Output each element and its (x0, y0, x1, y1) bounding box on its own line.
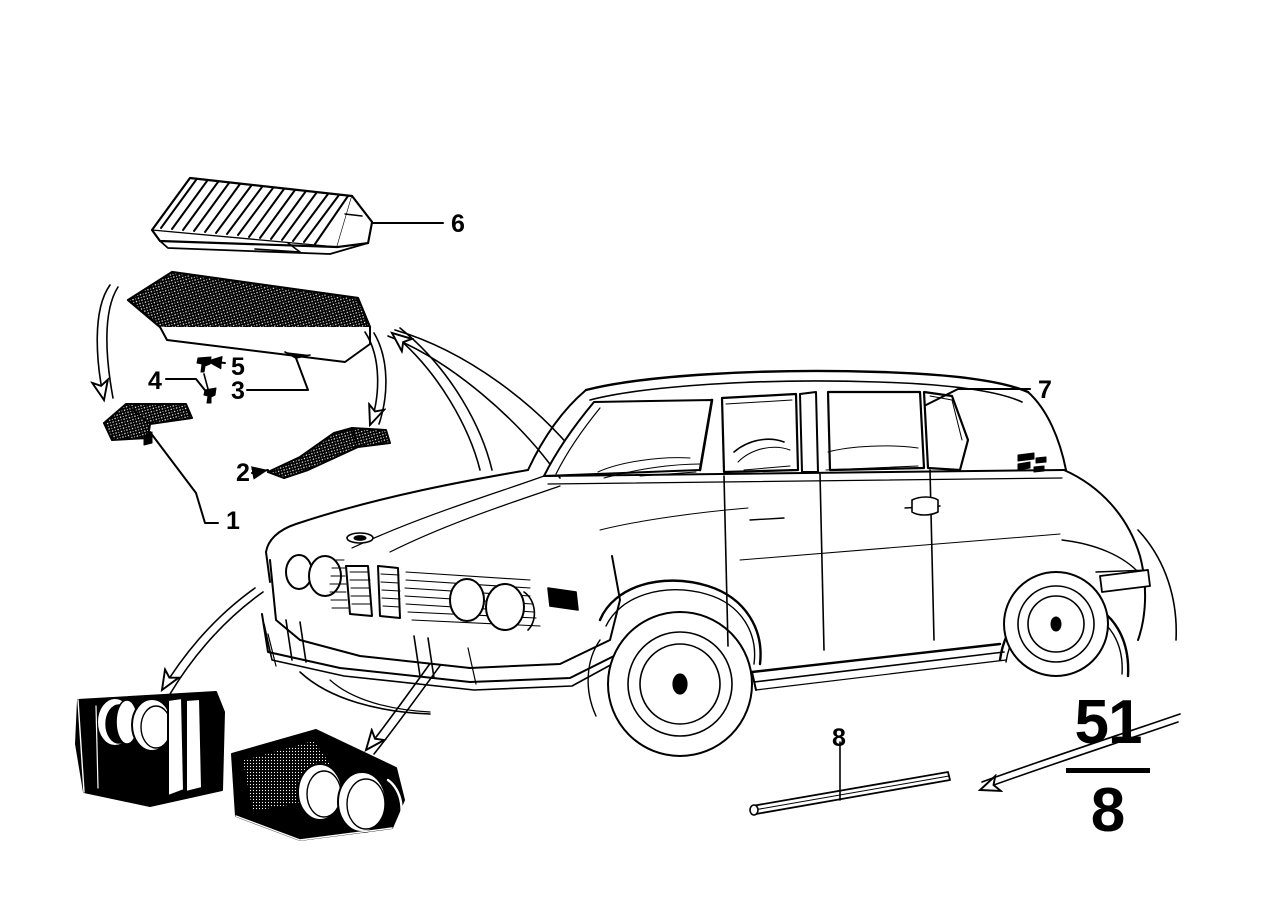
callout-label-5[interactable]: 5 (231, 353, 245, 381)
leader-3 (246, 357, 309, 391)
callout-leaders (149, 222, 1031, 801)
group-number-denominator: 8 (1090, 776, 1126, 845)
leader-4 (165, 378, 209, 395)
leader-2 (251, 466, 269, 480)
vehicle-body (261, 369, 1178, 757)
part-sound-insulation-mat (126, 270, 372, 363)
callout-label-7[interactable]: 7 (1038, 376, 1052, 404)
callout-label-3[interactable]: 3 (231, 377, 245, 405)
group-number-divider (1066, 768, 1150, 773)
part-cowl-trim-right (267, 427, 391, 479)
part-front-grille-assembly (75, 691, 405, 841)
part-retaining-clip-b (196, 356, 212, 373)
callout-label-1[interactable]: 1 (226, 507, 240, 535)
leader-7 (925, 388, 1031, 406)
part-side-moulding-strip (749, 771, 951, 816)
leader-1 (149, 431, 219, 524)
group-number-numerator: 51 (1074, 688, 1143, 757)
callout-label-2[interactable]: 2 (236, 459, 250, 487)
part-louvre-grille-panel (150, 176, 374, 255)
part-cowl-trim-left (103, 403, 193, 446)
callout-label-4[interactable]: 4 (148, 367, 162, 395)
callout-label-8[interactable]: 8 (832, 724, 846, 752)
part-retaining-clip-a (203, 373, 217, 404)
leader-5 (205, 355, 226, 370)
callout-label-6[interactable]: 6 (451, 210, 465, 238)
